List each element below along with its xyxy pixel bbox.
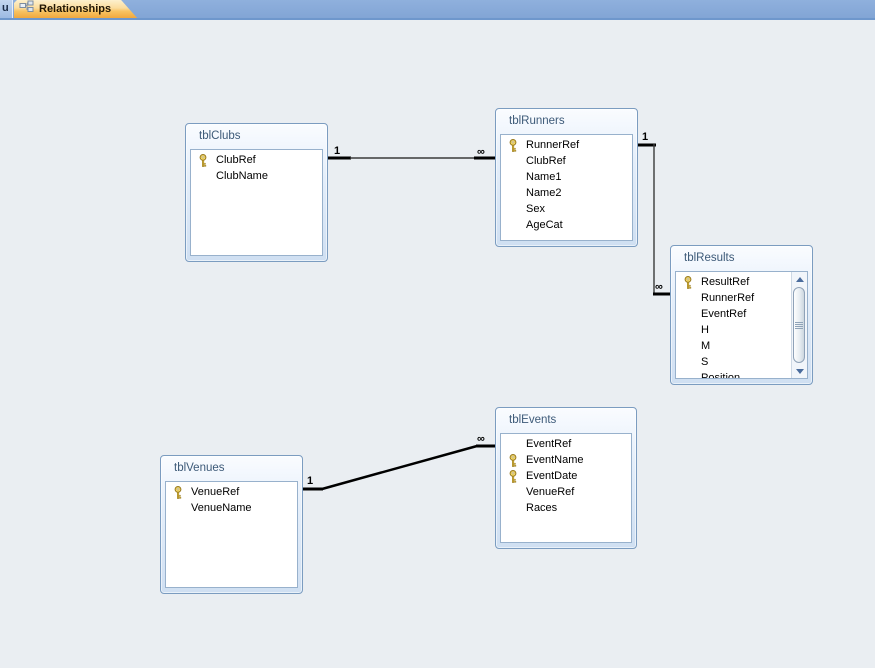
vertical-scrollbar[interactable] — [791, 272, 807, 378]
document-tab-bar: u Relationships — [0, 0, 875, 20]
table-box-tblEvents[interactable]: tblEvents EventRef EventName — [495, 407, 637, 549]
table-field-row[interactable]: Sex — [501, 201, 632, 217]
table-field-row[interactable]: VenueRef — [166, 484, 297, 500]
field-name: ClubRef — [526, 155, 566, 167]
table-field-row[interactable]: ClubRef — [191, 152, 322, 168]
field-name: EventRef — [526, 438, 572, 450]
table-box-tblResults[interactable]: tblResults ResultRef RunnerRef — [670, 245, 813, 385]
table-field-row[interactable]: M — [676, 338, 807, 354]
field-name: Races — [526, 502, 558, 514]
table-field-row[interactable]: Position — [676, 370, 807, 379]
table-field-row[interactable]: Races — [501, 500, 631, 516]
cardinality-label: 1 — [642, 131, 648, 143]
table-field-row[interactable]: H — [676, 322, 807, 338]
table-box-tblVenues[interactable]: tblVenues VenueRef VenueName — [160, 455, 303, 594]
relationships-diagram-icon — [19, 0, 34, 18]
table-field-row[interactable]: S — [676, 354, 807, 370]
tab-relationships[interactable]: Relationships — [14, 0, 137, 18]
table-field-row[interactable]: EventDate — [501, 468, 631, 484]
field-name: Sex — [526, 203, 545, 215]
table-field-row[interactable]: ClubRef — [501, 153, 632, 169]
table-box-tblClubs[interactable]: tblClubs ClubRef ClubName — [185, 123, 328, 262]
scroll-up-button[interactable] — [792, 272, 807, 286]
field-name: EventDate — [526, 470, 578, 482]
table-field-row[interactable]: EventRef — [501, 436, 631, 452]
primary-key-icon — [508, 453, 526, 467]
field-name: Name2 — [526, 187, 562, 199]
primary-key-icon — [508, 138, 526, 152]
field-name: Name1 — [526, 171, 562, 183]
relationship-line-venues-to-events — [321, 444, 478, 491]
scroll-down-button[interactable] — [792, 364, 807, 378]
field-name: H — [701, 324, 709, 336]
table-field-list: EventRef EventName EventDate — [500, 433, 632, 543]
field-name: S — [701, 356, 709, 368]
table-title[interactable]: tblResults — [684, 252, 735, 264]
field-name: VenueName — [191, 502, 252, 514]
table-field-row[interactable]: EventRef — [676, 306, 807, 322]
field-name: ClubRef — [216, 154, 256, 166]
primary-key-icon — [683, 275, 701, 289]
table-title[interactable]: tblClubs — [199, 130, 241, 142]
field-name: ClubName — [216, 170, 268, 182]
field-name: VenueRef — [191, 486, 240, 498]
table-field-list: VenueRef VenueName — [165, 481, 298, 588]
up-arrow-icon — [795, 276, 804, 282]
field-name: AgeCat — [526, 219, 563, 231]
cardinality-label: 1 — [307, 475, 313, 487]
cardinality-label: ∞ — [477, 146, 485, 158]
table-field-list: ClubRef ClubName — [190, 149, 323, 256]
table-title[interactable]: tblVenues — [174, 462, 225, 474]
table-field-row[interactable]: EventName — [501, 452, 631, 468]
field-name: ResultRef — [701, 276, 750, 288]
table-field-row[interactable]: ResultRef — [676, 274, 807, 290]
table-field-row[interactable]: RunnerRef — [676, 290, 807, 306]
field-name: M — [701, 340, 711, 352]
tab-partial-label: u — [2, 2, 9, 14]
down-arrow-icon — [795, 368, 804, 374]
tab-relationships-label: Relationships — [39, 3, 112, 15]
table-field-list: ResultRef RunnerRef EventRef — [675, 271, 808, 379]
table-field-row[interactable]: ClubName — [191, 168, 322, 184]
primary-key-icon — [508, 469, 526, 483]
tab-partial-hidden[interactable]: u — [0, 0, 13, 18]
cardinality-label: 1 — [334, 145, 340, 157]
table-title[interactable]: tblEvents — [509, 414, 557, 426]
cardinality-label: ∞ — [655, 281, 663, 293]
table-field-row[interactable]: VenueName — [166, 500, 297, 516]
table-field-list: RunnerRef ClubRef Name1 — [500, 134, 633, 241]
field-name: RunnerRef — [701, 292, 755, 304]
primary-key-icon — [198, 153, 216, 167]
table-field-row[interactable]: Name1 — [501, 169, 632, 185]
field-name: VenueRef — [526, 486, 575, 498]
primary-key-icon — [173, 485, 191, 499]
scrollbar-thumb[interactable] — [793, 287, 805, 363]
field-name: RunnerRef — [526, 139, 580, 151]
table-field-row[interactable]: RunnerRef — [501, 137, 632, 153]
field-name: EventRef — [701, 308, 747, 320]
table-field-row[interactable]: Name2 — [501, 185, 632, 201]
cardinality-label: ∞ — [477, 433, 485, 445]
thumb-grip-icon — [795, 321, 803, 329]
table-box-tblRunners[interactable]: tblRunners RunnerRef ClubRef — [495, 108, 638, 247]
field-name: EventName — [526, 454, 584, 466]
table-title[interactable]: tblRunners — [509, 115, 565, 127]
field-name: Position — [701, 372, 741, 379]
table-field-row[interactable]: VenueRef — [501, 484, 631, 500]
table-field-row[interactable]: AgeCat — [501, 217, 632, 233]
